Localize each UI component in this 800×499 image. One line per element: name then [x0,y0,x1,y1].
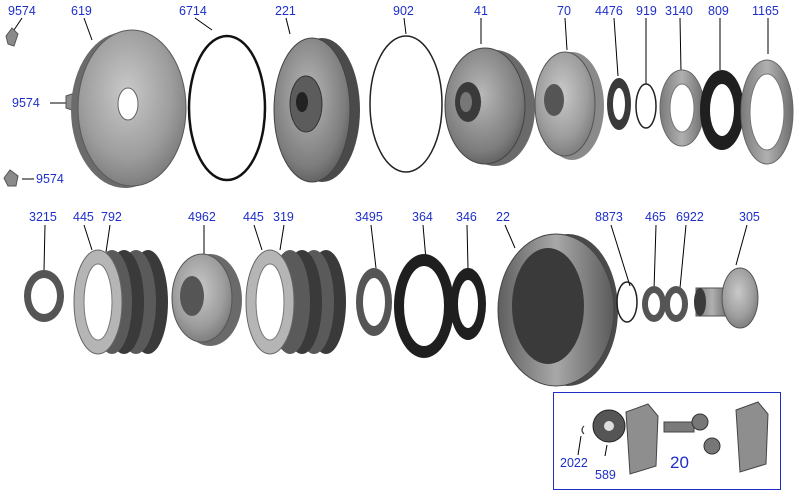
part-364-seal [394,254,454,358]
label-3140: 3140 [665,4,693,18]
label-346: 346 [456,210,477,224]
part-465-bearing [642,286,666,322]
part-3495-bearing [356,268,392,336]
label-809: 809 [708,4,729,18]
label-3215: 3215 [29,210,57,224]
label-6714: 6714 [179,4,207,18]
part-70-hub [534,51,604,160]
label-445-left: 445 [73,210,94,224]
label-70: 70 [557,4,571,18]
label-902: 902 [393,4,414,18]
part-919-ring [635,83,657,129]
part-41-clutch-drum [444,47,535,166]
inset-frame [553,392,781,490]
part-445-792-clutch-pack [73,249,168,355]
part-3140-washer [659,69,705,147]
leader-lines [11,17,769,457]
label-4962: 4962 [188,210,216,224]
part-619-cover [71,29,187,188]
label-465: 465 [645,210,666,224]
label-41: 41 [474,4,488,18]
label-319: 319 [273,210,294,224]
part-346-seal [450,268,486,340]
part-6922-bearing [664,286,688,322]
label-9574-top: 9574 [8,4,36,18]
label-792: 792 [101,210,122,224]
part-6714-snap-ring [187,34,267,182]
label-919: 919 [636,4,657,18]
label-221: 221 [275,4,296,18]
label-22: 22 [496,210,510,224]
part-902-ring [369,35,443,173]
part-4962-hub [171,253,242,346]
part-445-319-clutch-pack [245,249,346,355]
label-2022: 2022 [560,456,588,470]
part-1165-washer [740,59,794,165]
part-4476-bearing [607,78,631,130]
part-221-drum [273,37,360,183]
part-8873-ring [616,281,638,323]
label-6922: 6922 [676,210,704,224]
label-1165: 1165 [752,4,779,18]
label-3495: 3495 [355,210,383,224]
part-305-hub [694,267,759,329]
label-589: 589 [595,468,616,482]
label-9574-middle: 9574 [12,96,40,110]
label-364: 364 [412,210,433,224]
label-4476: 4476 [595,4,623,18]
part-809-seal [700,70,744,150]
part-22-drum [497,233,618,387]
label-20: 20 [670,453,689,472]
label-8873: 8873 [595,210,623,224]
label-445-right: 445 [243,210,264,224]
label-305: 305 [739,210,760,224]
label-9574-bottom: 9574 [36,172,64,186]
inset-parts [581,401,769,475]
label-619: 619 [71,4,92,18]
part-3215-bearing [24,270,64,322]
